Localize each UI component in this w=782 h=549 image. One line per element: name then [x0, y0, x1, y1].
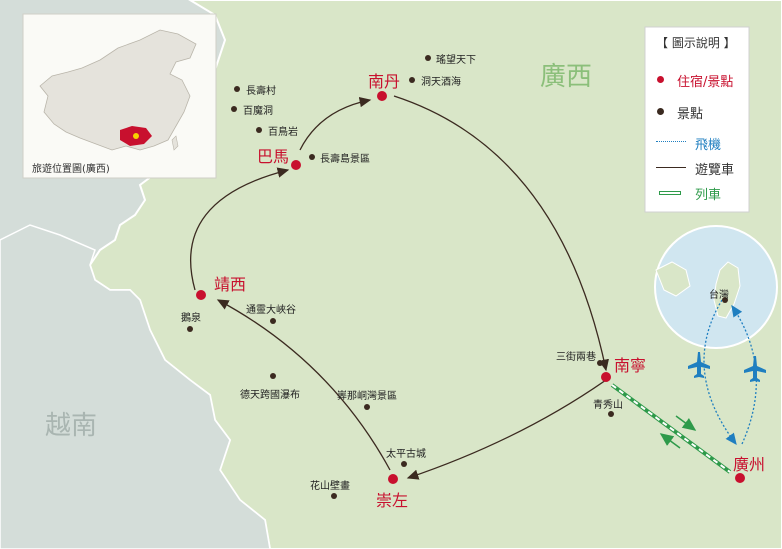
spot-label-dongtian: 洞天酒海	[421, 77, 461, 88]
spot-dot-ejuan	[187, 326, 193, 332]
spot-dot-baimodong	[231, 106, 237, 112]
spot-dot-taiping	[401, 461, 407, 467]
train-route	[610, 383, 732, 474]
spot-label-mingshi: 㟖那峒灣景區	[337, 391, 397, 402]
spot-dot-bainiaoyan	[256, 127, 262, 133]
spot-label-qingxiu: 青秀山	[593, 400, 623, 411]
legend-stay-label: 住宿/景點	[677, 75, 734, 90]
spot-dot-yaowang	[425, 55, 431, 61]
spot-label-taiwan: 台灣	[709, 290, 729, 301]
inset-caption: 旅遊位置圖(廣西)	[32, 164, 110, 175]
spot-dot-mingshi	[364, 404, 370, 410]
stay-dot-chongzuo	[388, 474, 398, 484]
spot-dot-tongling	[270, 318, 276, 324]
legend-bus-label: 遊覽車	[695, 163, 735, 178]
spot-dot-changshoucun	[234, 86, 240, 92]
spot-label-ejuan: 鵝泉	[181, 313, 201, 324]
airplane-icon	[688, 352, 766, 382]
spot-dot-detian	[270, 373, 276, 379]
spot-dot-taiwan	[722, 297, 728, 303]
region-label-guangxi: 廣西	[540, 62, 593, 92]
spot-label-changshoucun: 長壽村	[246, 86, 276, 97]
city-label-nanning: 南寧	[614, 356, 647, 375]
china-inset-icon	[39, 29, 197, 151]
spot-label-changshoudao: 長壽島景區	[320, 154, 370, 165]
spot-label-detian: 德天跨國瀑布	[240, 390, 300, 401]
spot-dot-sanjie	[597, 360, 603, 366]
spot-dot-changshoudao	[309, 154, 315, 160]
legend-train-label: 列車	[695, 188, 722, 203]
legend-flight-icon	[656, 141, 686, 142]
city-label-jingxi: 靖西	[214, 275, 247, 294]
taiwan-island	[713, 261, 741, 319]
legend-title: 【 圖示說明 】	[656, 36, 736, 50]
stay-dot-guangzhou	[735, 473, 745, 483]
spot-label-baimodong: 百魔洞	[243, 106, 273, 117]
spot-label-huashan: 花山壁畫	[310, 481, 350, 492]
spot-dot-dongtian	[409, 77, 415, 83]
legend-stay-dot	[657, 76, 664, 83]
bus-routes	[190, 95, 609, 480]
vietnam-land	[0, 224, 271, 549]
stay-dot-jingxi	[196, 290, 206, 300]
stay-dot-bama	[291, 160, 301, 170]
stay-dot-nandan	[377, 91, 387, 101]
city-label-chongzuo: 崇左	[376, 491, 409, 510]
spot-label-taiping: 太平古城	[386, 449, 426, 460]
region-label-vietnam: 越南	[45, 411, 98, 441]
spot-label-bainiaoyan: 百鳥岩	[268, 127, 298, 138]
spot-label-sanjie: 三街兩巷	[556, 352, 596, 363]
city-label-nandan: 南丹	[368, 72, 401, 91]
legend-spot-dot	[657, 108, 664, 115]
legend-spot-label: 景點	[677, 107, 704, 122]
spot-label-yaowang: 瑤望天下	[436, 55, 476, 66]
city-label-guangzhou: 廣州	[733, 455, 766, 474]
city-label-bama: 巴馬	[257, 147, 290, 166]
legend-frame	[644, 26, 750, 213]
legend-train-icon	[659, 191, 681, 195]
legend-flight-label: 飛機	[695, 138, 722, 153]
stay-dot-nanning	[601, 372, 611, 382]
mainland-coast	[655, 261, 691, 297]
legend-bus-icon	[656, 167, 686, 168]
spot-label-tongling: 通靈大峽谷	[246, 305, 296, 316]
spot-dot-huashan	[331, 493, 337, 499]
spot-dot-qingxiu	[608, 411, 614, 417]
